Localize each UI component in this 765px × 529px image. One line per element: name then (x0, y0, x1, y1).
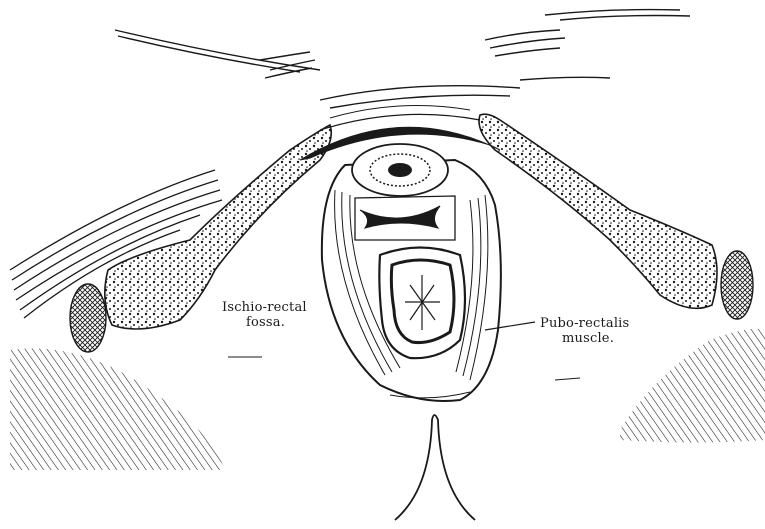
right-pudendal-canal (721, 251, 753, 319)
right-gluteal-region (620, 329, 765, 443)
ischio-rectal-fossa-label: Ischio-rectal fossa. (222, 300, 307, 330)
natal-cleft (395, 415, 475, 520)
rectum (379, 248, 465, 359)
pubo-rectalis-label-line2: muscle. (540, 331, 629, 346)
left-gluteal-region (10, 348, 225, 470)
superficial-tissue-strokes (115, 10, 690, 108)
pubo-rectalis-leader-line (485, 322, 535, 330)
left-ischial-ramus (105, 125, 331, 329)
urethra (352, 144, 448, 196)
pubo-rectalis-label-line1: Pubo-rectalis (540, 316, 629, 331)
left-pudendal-canal (70, 284, 106, 352)
ischio-rectal-label-line2: fossa. (222, 315, 307, 330)
vagina (360, 206, 440, 228)
right-ischial-ramus (479, 114, 717, 308)
ischio-rectal-label-line1: Ischio-rectal (222, 300, 307, 315)
pubo-rectalis-muscle-label: Pubo-rectalis muscle. (540, 316, 629, 346)
